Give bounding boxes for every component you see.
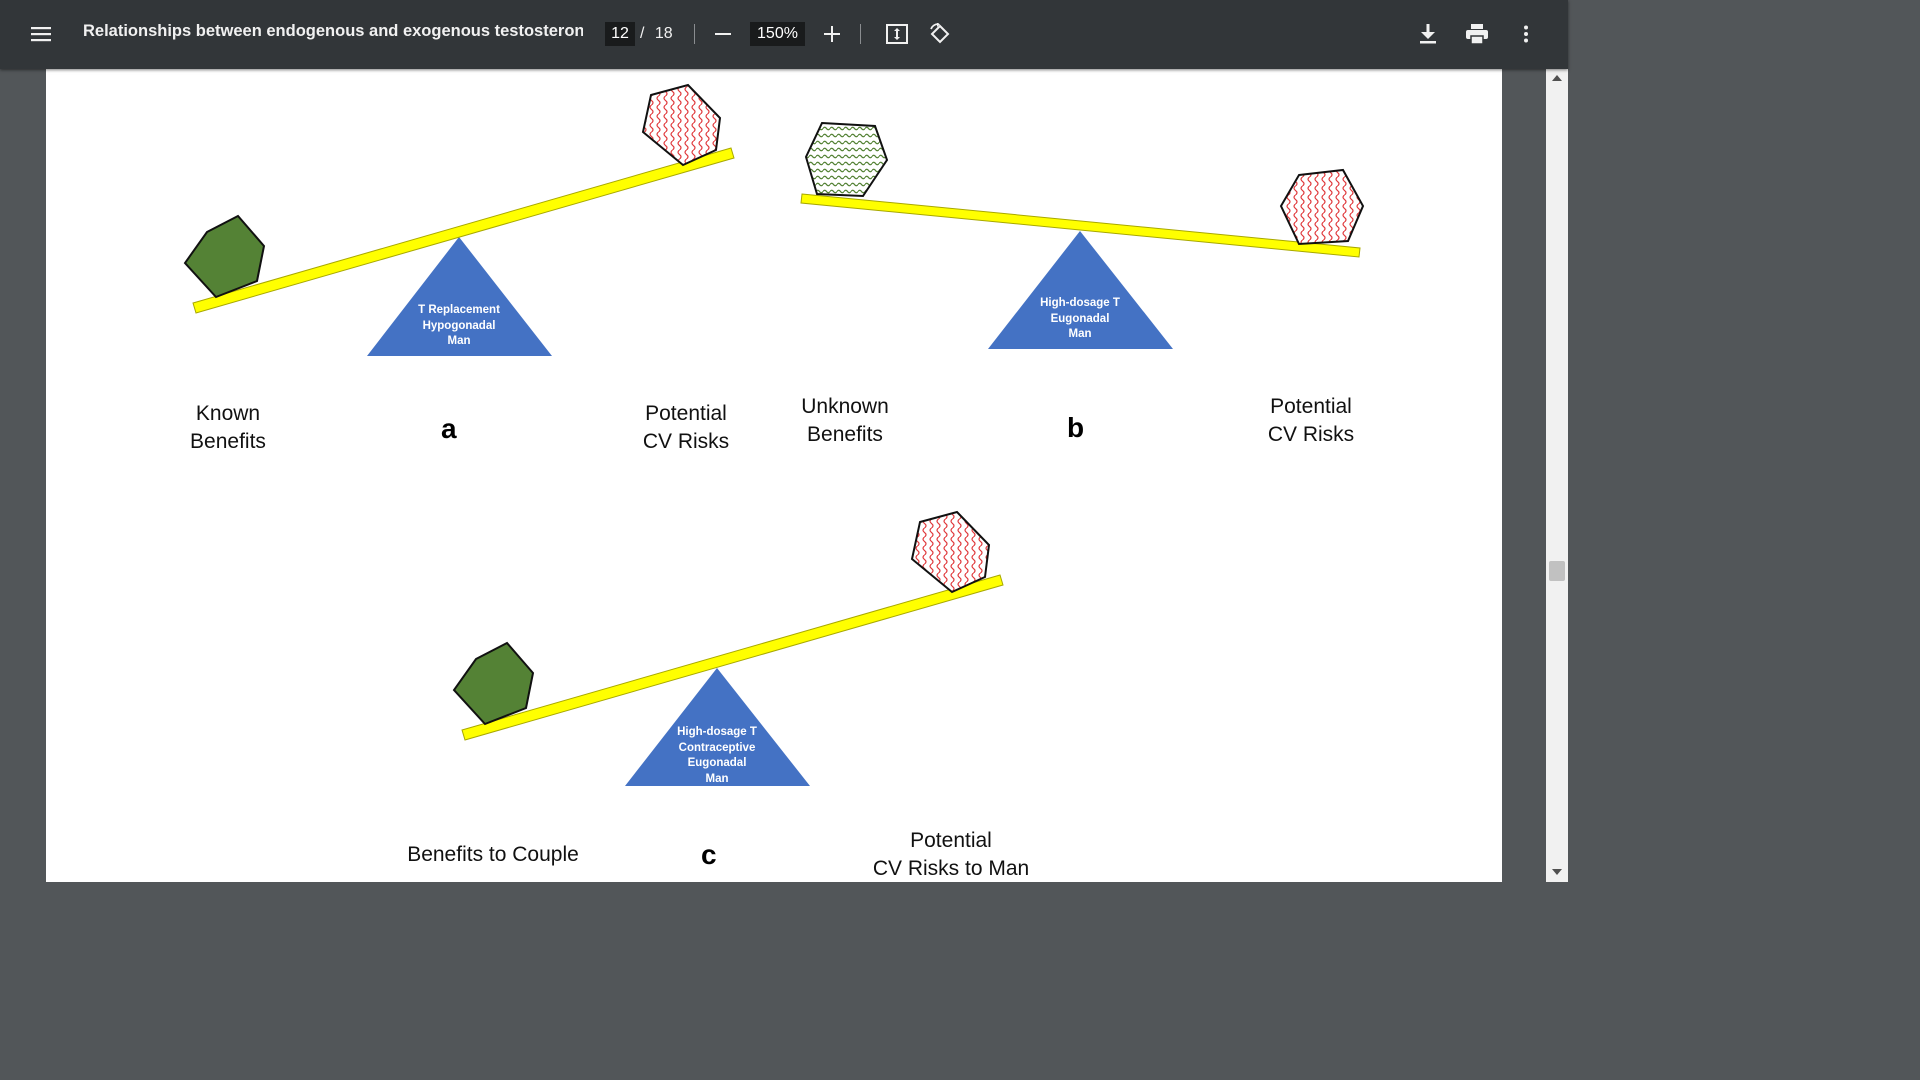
benefit-weight [454,643,533,724]
fulcrum-line: High-dosage T [1020,296,1140,312]
label-line: Benefits [775,421,915,449]
fulcrum-line: T Replacement [399,303,519,319]
label-line: Known [158,400,298,428]
page-count: / 18 [640,25,673,43]
panel-letter-b: b [1067,412,1084,444]
label-line: CV Risks to Man [841,855,1061,883]
pdf-toolbar: Relationships between endogenous and exo… [0,0,1568,69]
total-pages: 18 [655,25,673,42]
label-line: Potential [841,827,1061,855]
scroll-down-icon[interactable] [1552,869,1562,875]
panel-letter-c: c [701,839,717,871]
scrollbar-thumb[interactable] [1549,561,1565,581]
toolbar-divider [694,24,695,44]
fulcrum-label-a: T Replacement Hypogonadal Man [399,303,519,350]
download-icon[interactable] [1410,16,1446,52]
current-page-input[interactable]: 12 [605,22,635,46]
scroll-up-icon[interactable] [1552,75,1562,81]
unknown-benefit-weight [806,123,887,196]
fulcrum-line: Man [657,772,777,788]
label-line: CV Risks [1241,421,1381,449]
label-line: Potential [1241,393,1381,421]
left-label-a: Known Benefits [158,400,298,456]
page-separator: / [640,25,644,42]
label-line: Benefits [158,428,298,456]
right-label-a: Potential CV Risks [616,400,756,456]
fit-to-page-icon[interactable] [879,16,915,52]
fulcrum-line: Hypogonadal [399,319,519,335]
benefit-weight [185,216,264,297]
fulcrum-label-b: High-dosage T Eugonadal Man [1020,296,1140,343]
panel-letter-a: a [441,413,457,445]
fulcrum-line: Contraceptive [657,741,777,757]
fulcrum-line: High-dosage T [657,725,777,741]
label-line: Unknown [775,393,915,421]
right-label-b: Potential CV Risks [1241,393,1381,449]
print-icon[interactable] [1459,16,1495,52]
risk-weight [1281,170,1363,244]
document-title: Relationships between endogenous and exo… [83,22,583,41]
fulcrum-line: Man [1020,327,1140,343]
left-label-b: Unknown Benefits [775,393,915,449]
fulcrum-line: Eugonadal [1020,312,1140,328]
risk-weight [912,512,989,592]
fulcrum-label-c: High-dosage T Contraceptive Eugonadal Ma… [657,725,777,787]
risk-weight [643,85,720,165]
hamburger-menu-icon[interactable] [23,16,59,52]
left-label-c: Benefits to Couple [383,841,603,869]
plus-icon[interactable] [814,16,850,52]
toolbar-divider [860,24,861,44]
more-vertical-icon[interactable] [1508,16,1544,52]
fulcrum-line: Eugonadal [657,756,777,772]
right-label-c: Potential CV Risks to Man [841,827,1061,883]
vertical-scrollbar[interactable] [1546,69,1568,882]
rotate-icon[interactable] [922,16,958,52]
minus-icon[interactable] [705,16,741,52]
zoom-level-input[interactable]: 150% [750,22,805,46]
label-line: Potential [616,400,756,428]
label-line: CV Risks [616,428,756,456]
fulcrum-line: Man [399,334,519,350]
pdf-page: T Replacement Hypogonadal Man Known Bene… [46,69,1502,882]
